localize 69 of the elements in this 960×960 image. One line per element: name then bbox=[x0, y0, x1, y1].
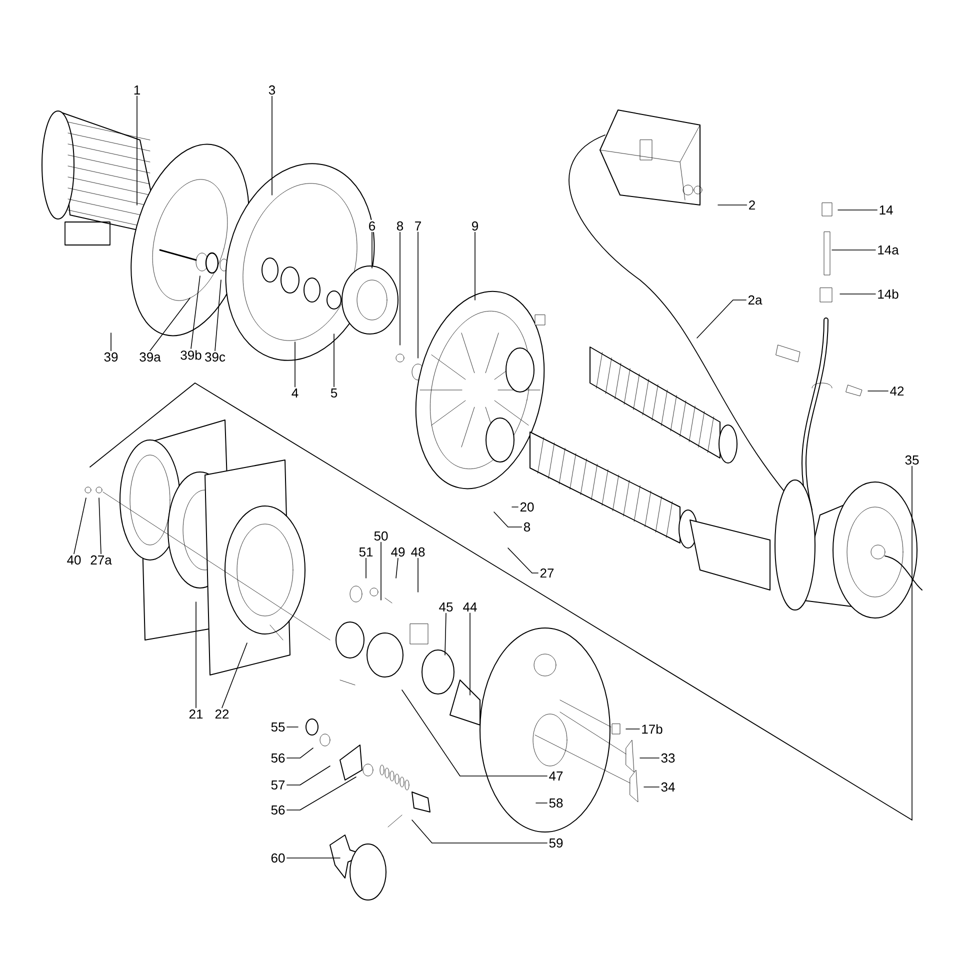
leader-line bbox=[286, 766, 330, 786]
callout-number: 42 bbox=[888, 384, 906, 398]
leader-line bbox=[474, 232, 476, 300]
leader-line bbox=[494, 512, 522, 528]
callout-number: 17b bbox=[640, 722, 664, 736]
leader-line bbox=[136, 96, 138, 206]
callout-number: 5 bbox=[328, 386, 340, 400]
leader-line bbox=[626, 728, 640, 730]
leader-line bbox=[536, 802, 548, 804]
leader-line bbox=[74, 498, 86, 554]
callout-number: 27 bbox=[538, 566, 556, 580]
leader-line bbox=[444, 612, 446, 656]
callout-number: 57 bbox=[269, 778, 287, 792]
callout-number: 9 bbox=[470, 220, 480, 232]
leader-line bbox=[412, 820, 548, 844]
callout-number: 47 bbox=[547, 770, 565, 782]
leader-line bbox=[286, 726, 298, 728]
callout-number: 56 bbox=[269, 752, 287, 764]
callout-number: 2 bbox=[746, 198, 758, 212]
callout-number: 22 bbox=[213, 708, 231, 720]
leader-line bbox=[718, 204, 748, 206]
callout-number: 39b bbox=[178, 348, 204, 362]
callout-number: 34 bbox=[659, 780, 677, 794]
callout-number: 35 bbox=[903, 454, 921, 466]
callout-number: 59 bbox=[547, 836, 565, 850]
leader-line bbox=[286, 776, 356, 810]
callout-number: 39 bbox=[102, 350, 120, 364]
callout-number: 56 bbox=[269, 804, 287, 816]
leader-line bbox=[98, 498, 102, 554]
leader-line bbox=[696, 300, 746, 338]
leader-line bbox=[508, 548, 538, 574]
leader-line bbox=[868, 390, 888, 392]
leader-line bbox=[214, 280, 222, 352]
leader-line bbox=[396, 558, 398, 578]
leader-line bbox=[190, 276, 200, 349]
leader-line bbox=[294, 342, 296, 388]
callout-number: 1 bbox=[132, 84, 142, 96]
callout-number: 2a bbox=[746, 294, 764, 306]
callout-number: 7 bbox=[412, 220, 424, 232]
callout-number: 14b bbox=[876, 288, 900, 300]
callout-number: 40 bbox=[65, 554, 83, 566]
callout-number: 50 bbox=[372, 530, 390, 542]
callout-number: 3 bbox=[266, 84, 278, 96]
callout-number: 33 bbox=[659, 752, 677, 764]
callout-number: 20 bbox=[518, 500, 536, 514]
leader-line bbox=[402, 690, 548, 776]
callout-number: 55 bbox=[269, 720, 287, 734]
callout-number: 27a bbox=[88, 554, 114, 566]
leader-line bbox=[380, 542, 382, 600]
callout-number: 4 bbox=[290, 387, 300, 399]
leader-line bbox=[644, 786, 660, 788]
callout-number: 44 bbox=[461, 601, 479, 613]
leader-line bbox=[110, 332, 112, 352]
callout-number: 8 bbox=[394, 220, 406, 232]
callout-number: 21 bbox=[187, 708, 205, 720]
callout-number: 60 bbox=[269, 852, 287, 864]
callout-number: 49 bbox=[389, 546, 407, 558]
callout-number: 8 bbox=[522, 520, 532, 534]
callout-number: 14 bbox=[877, 204, 895, 216]
callout-number: 14a bbox=[876, 244, 900, 256]
leader-line bbox=[512, 506, 518, 508]
callout-number: 39c bbox=[203, 350, 227, 364]
leader-line bbox=[150, 298, 190, 352]
callout-number: 39a bbox=[138, 350, 162, 364]
callout-number: 51 bbox=[357, 546, 375, 558]
leader-line bbox=[286, 748, 314, 758]
callout-number: 48 bbox=[409, 546, 427, 558]
leader-line bbox=[222, 642, 248, 708]
callout-number: 45 bbox=[437, 600, 455, 614]
